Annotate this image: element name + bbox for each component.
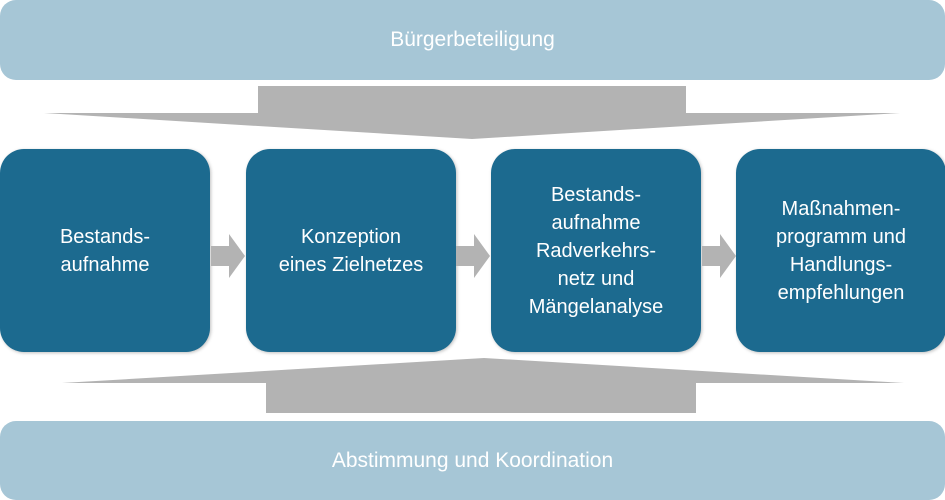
up-arrow: [62, 358, 904, 413]
step-box-1: Bestands- aufnahme: [0, 149, 210, 352]
step-box-4: Maßnahmen- programm und Handlungs- empfe…: [736, 149, 945, 352]
step-arrow-1: [211, 234, 245, 278]
step-arrow-3: [702, 234, 736, 278]
step-label-4: Maßnahmen- programm und Handlungs- empfe…: [775, 197, 907, 304]
down-arrow: [44, 86, 900, 139]
step-box-3: Bestands- aufnahme Radverkehrs- netz und…: [491, 149, 701, 352]
bottom-band-label: Abstimmung und Koordination: [331, 448, 614, 472]
step-label-3: Bestands- aufnahme Radverkehrs- netz und…: [528, 183, 664, 318]
step-label-1: Bestands- aufnahme: [59, 225, 151, 276]
step-box-2: Konzeption eines Zielnetzes: [246, 149, 456, 352]
step-arrow-2: [456, 234, 490, 278]
bottom-band: Abstimmung und Koordination: [0, 421, 945, 500]
top-band-label: Bürgerbeteiligung: [390, 28, 555, 51]
top-band: Bürgerbeteiligung: [0, 0, 945, 80]
step-label-2: Konzeption eines Zielnetzes: [278, 225, 424, 276]
